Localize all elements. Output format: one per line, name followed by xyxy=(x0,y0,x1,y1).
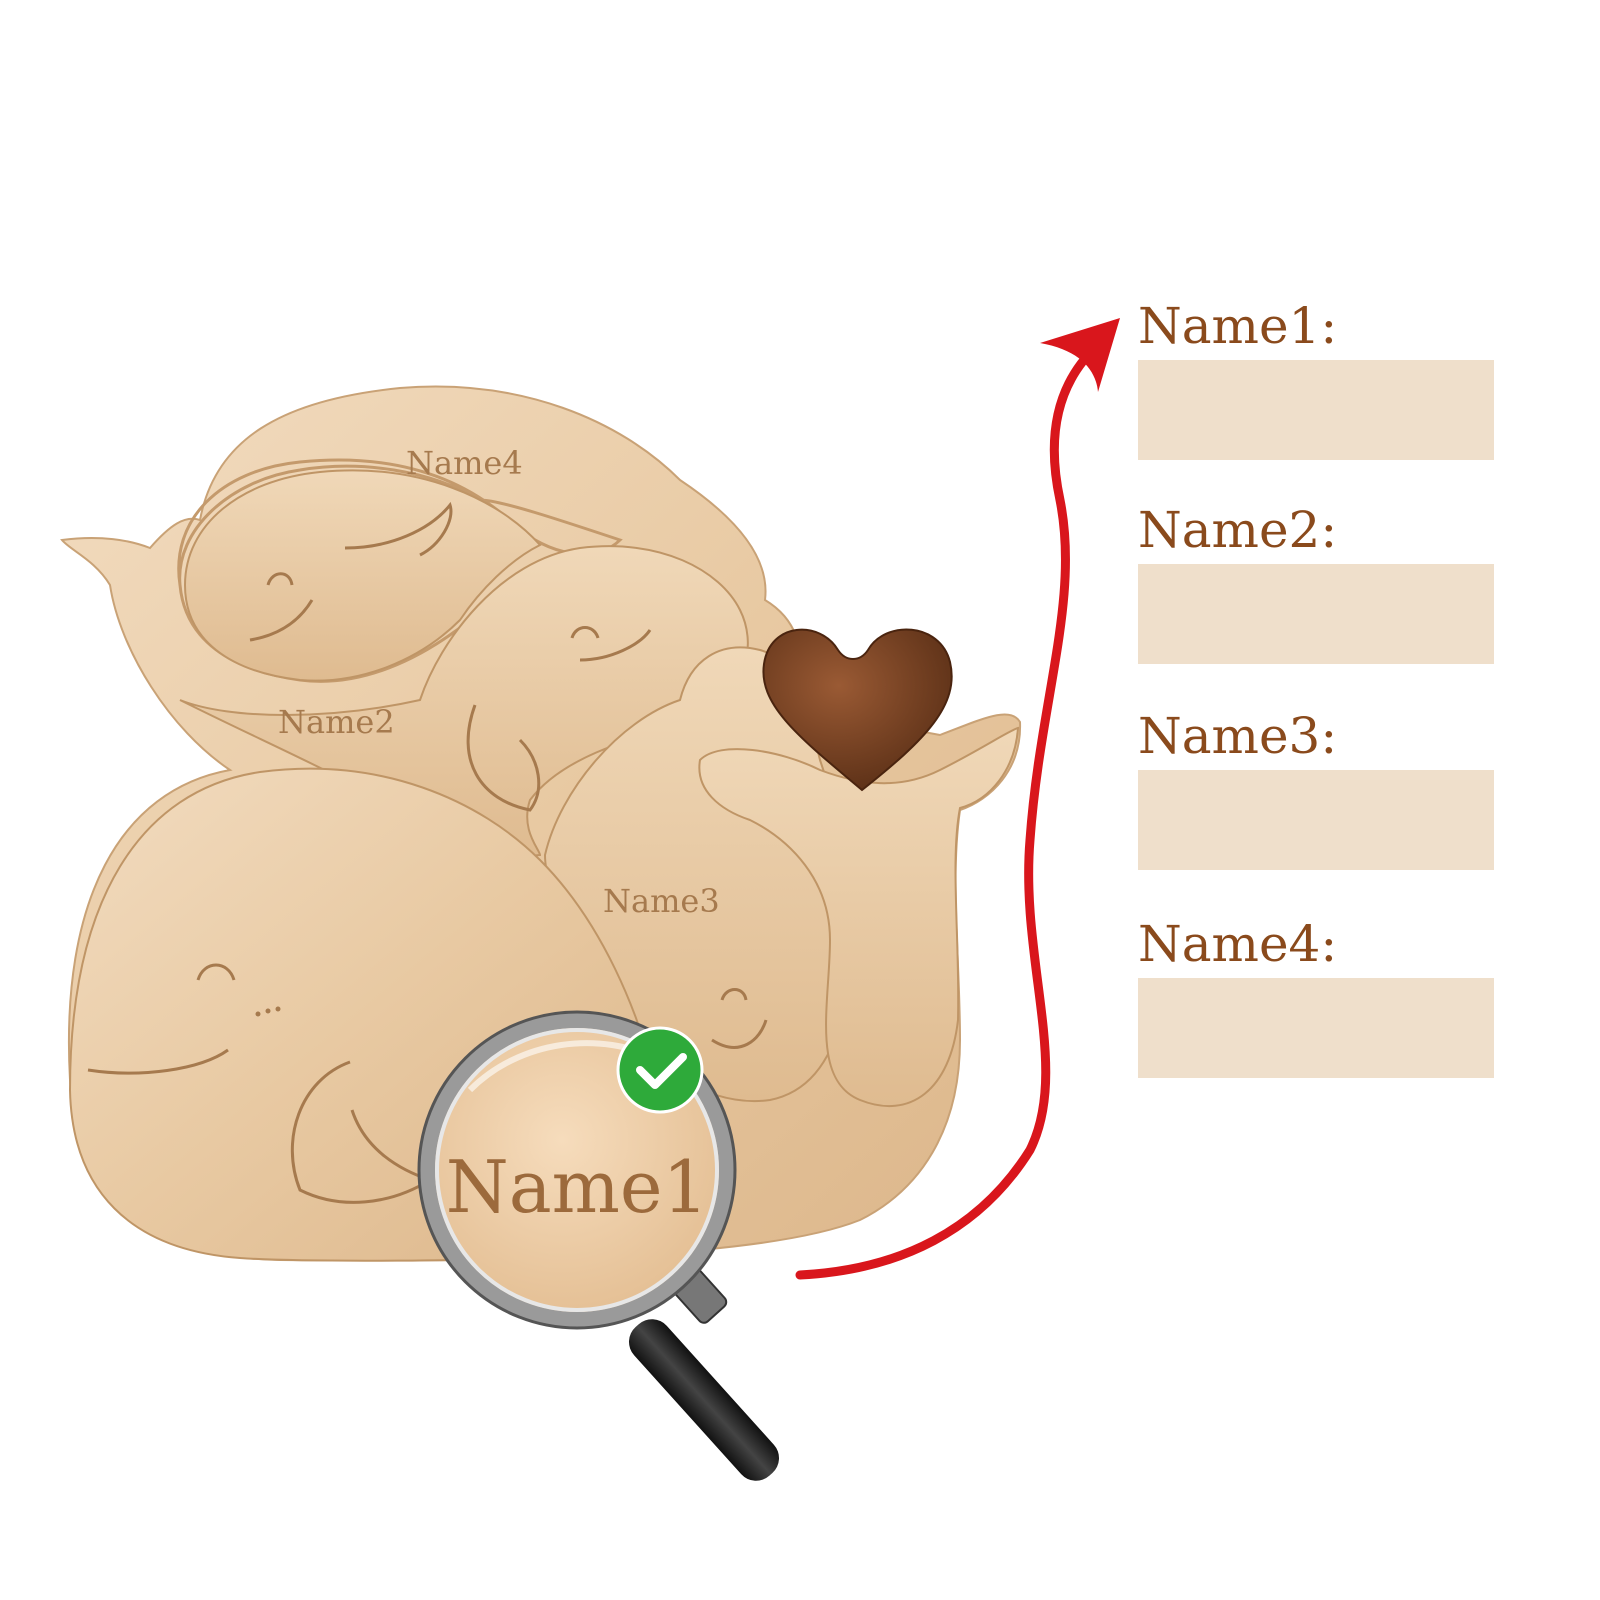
whale-second-name: Name2 xyxy=(278,703,395,741)
name2-label: Name2: xyxy=(1138,501,1338,559)
red-arrow xyxy=(795,318,1120,1280)
name2-field: Name2: xyxy=(1138,502,1498,664)
name1-field: Name1: xyxy=(1138,298,1498,460)
name1-input[interactable] xyxy=(1138,360,1494,460)
name3-label: Name3: xyxy=(1138,707,1338,765)
zoomed-name: Name1 xyxy=(446,1145,709,1229)
wooden-heart xyxy=(762,628,953,792)
check-icon xyxy=(616,1026,704,1114)
name3-input[interactable] xyxy=(1138,770,1494,870)
name4-label: Name4: xyxy=(1138,915,1338,973)
name4-input[interactable] xyxy=(1138,978,1494,1078)
name4-field: Name4: xyxy=(1138,916,1498,1078)
whale-top-piece: Name4 xyxy=(177,444,623,683)
whale-baby-piece xyxy=(698,726,1020,1108)
name3-field: Name3: xyxy=(1138,708,1498,870)
whale-third-name: Name3 xyxy=(603,882,720,920)
magnifying-glass: Name1 xyxy=(417,1010,780,1481)
name1-label: Name1: xyxy=(1138,297,1338,355)
whale-top-name: Name4 xyxy=(406,444,523,482)
name2-input[interactable] xyxy=(1138,564,1494,664)
